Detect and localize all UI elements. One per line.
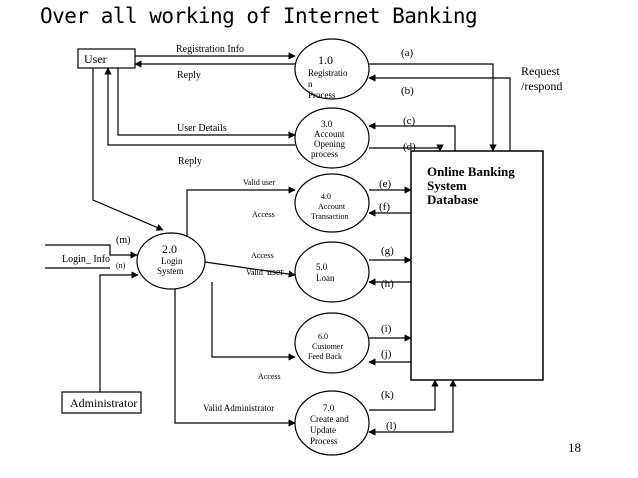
- flow-login-info: [45, 244, 138, 259]
- flow-login-feedback: [211, 282, 296, 361]
- label-reply-1: Reply: [177, 70, 201, 81]
- label-access-1: Access: [252, 210, 275, 219]
- p1-line-3: Process: [308, 90, 336, 100]
- database-line-3: Database: [427, 192, 479, 207]
- flow-reply-2: [104, 67, 295, 146]
- p7-line-2: Update: [310, 425, 336, 435]
- process-4-account-transaction: [294, 173, 370, 233]
- label-k: (k): [381, 389, 394, 401]
- process-6-feedback: [294, 312, 370, 374]
- flow-login-loan: [204, 261, 296, 278]
- label-l: (l): [386, 420, 397, 432]
- label-login-info: Login_ Info: [62, 254, 110, 265]
- label-n: (n): [116, 261, 126, 270]
- flow-c: [368, 122, 456, 151]
- p5-line-1: Loan: [316, 273, 335, 283]
- label-a: (a): [401, 47, 414, 59]
- p6-line-1: Customer: [312, 342, 343, 351]
- label-f: (f): [379, 201, 390, 213]
- p4-line-2: Transaction: [311, 212, 348, 221]
- p6-num: 6.0: [318, 332, 328, 341]
- label-access-3: Access: [258, 372, 281, 381]
- p2-num: 2.0: [162, 242, 177, 256]
- flow-user-details: [117, 68, 296, 139]
- p6-line-2: Feed Back: [308, 352, 342, 361]
- p7-line-1: Create and: [310, 414, 349, 424]
- slide-title: Over all working of Internet Banking: [40, 4, 478, 28]
- p2-line-1: Login: [161, 256, 183, 266]
- flow-admin-login: [99, 271, 139, 392]
- flow-a: [369, 63, 497, 152]
- label-access-2: Access: [251, 251, 274, 260]
- administrator-label: Administrator: [70, 396, 137, 410]
- slide-number: 18: [568, 440, 581, 455]
- label-reply-2: Reply: [178, 156, 202, 167]
- process-2-login: [136, 232, 206, 290]
- p1-line-1: Registratio: [308, 68, 348, 78]
- label-valid-user-1: Valid user: [243, 178, 276, 187]
- flow-l: [368, 379, 457, 436]
- flow-k: [369, 379, 439, 411]
- label-c: (c): [403, 115, 416, 127]
- p1-line-2: n: [308, 79, 313, 89]
- flow-b: [368, 74, 511, 151]
- process-5-loan: [294, 241, 370, 303]
- user-label: User: [84, 52, 107, 66]
- process-1-registration: [294, 38, 370, 100]
- label-valid-user-2b: user: [267, 267, 284, 278]
- p2-line-2: System: [157, 266, 184, 276]
- p3-line-2: Opening: [314, 139, 345, 149]
- label-h: (h): [381, 278, 394, 290]
- label-b: (b): [401, 85, 414, 97]
- p5-num: 5.0: [316, 262, 328, 272]
- p4-num: 4.0: [321, 192, 331, 201]
- label-valid-user-2a: Valid: [246, 268, 263, 277]
- label-m: (m): [116, 235, 130, 246]
- p4-line-1: Account: [318, 202, 346, 211]
- administrator-entity: [61, 391, 142, 414]
- database-line-1: Online Banking: [427, 164, 515, 179]
- flow-login-transaction: [186, 186, 296, 237]
- flow-user-login: [92, 68, 164, 231]
- p7-num: 7.0: [323, 403, 335, 413]
- label-e: (e): [379, 178, 392, 190]
- p7-line-3: Process: [310, 436, 338, 446]
- flow-d: [369, 144, 444, 152]
- label-request: Request: [521, 64, 560, 78]
- label-d: (d): [403, 141, 416, 153]
- database-line-2: System: [427, 178, 467, 193]
- p3-line-3: process: [311, 149, 338, 159]
- label-g: (g): [381, 245, 394, 257]
- p3-line-1: Account: [314, 129, 345, 139]
- label-user-details: User Details: [177, 123, 227, 134]
- flow-login-create: [174, 289, 296, 427]
- database-store: [410, 150, 544, 381]
- p3-num: 3.0: [321, 119, 333, 129]
- label-j: (j): [381, 348, 392, 360]
- label-valid-admin: Valid Administrator: [203, 403, 274, 413]
- label-registration-info: Registration Info: [176, 44, 244, 55]
- p1-num: 1.0: [318, 53, 333, 67]
- label-respond: /respond: [521, 79, 562, 93]
- label-i: (i): [381, 323, 392, 335]
